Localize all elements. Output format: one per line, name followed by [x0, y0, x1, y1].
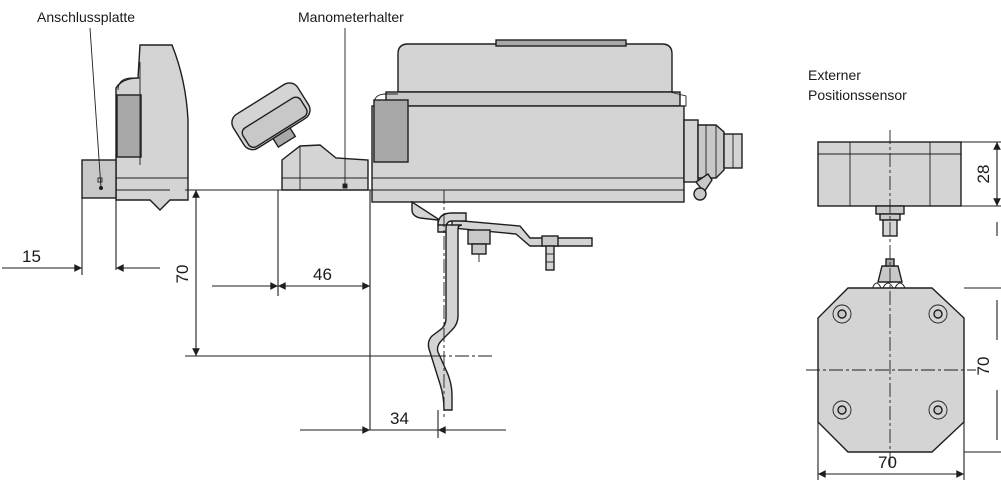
- dimension-bracket-offset: 34: [390, 409, 409, 428]
- connection-plate-label: Anschlussplatte: [37, 9, 135, 25]
- leader-lines: [89, 27, 347, 190]
- external-sensor-label-line1: Externer: [808, 67, 861, 83]
- dimension-sensor-plate-height: 70: [974, 357, 993, 376]
- mounting-bracket-part: [411, 200, 593, 411]
- gauge-holder-part: [231, 82, 369, 191]
- dimension-plate-offset: 15: [22, 247, 41, 266]
- dimension-holder-width: 46: [313, 265, 332, 284]
- gauge-holder-label: Manometerhalter: [298, 9, 404, 25]
- external-sensor-label-line2: Positionssensor: [808, 87, 907, 103]
- dimension-sensor-height: 28: [974, 165, 993, 184]
- dimension-sensor-plate-width: 70: [878, 453, 897, 472]
- connection-plate-part: [81, 44, 189, 211]
- external-position-sensor: [817, 141, 965, 453]
- dimension-lines: [2, 141, 1001, 480]
- dimension-main-height: 70: [173, 265, 192, 284]
- main-housing-part: [371, 39, 743, 203]
- center-lines: [432, 130, 976, 466]
